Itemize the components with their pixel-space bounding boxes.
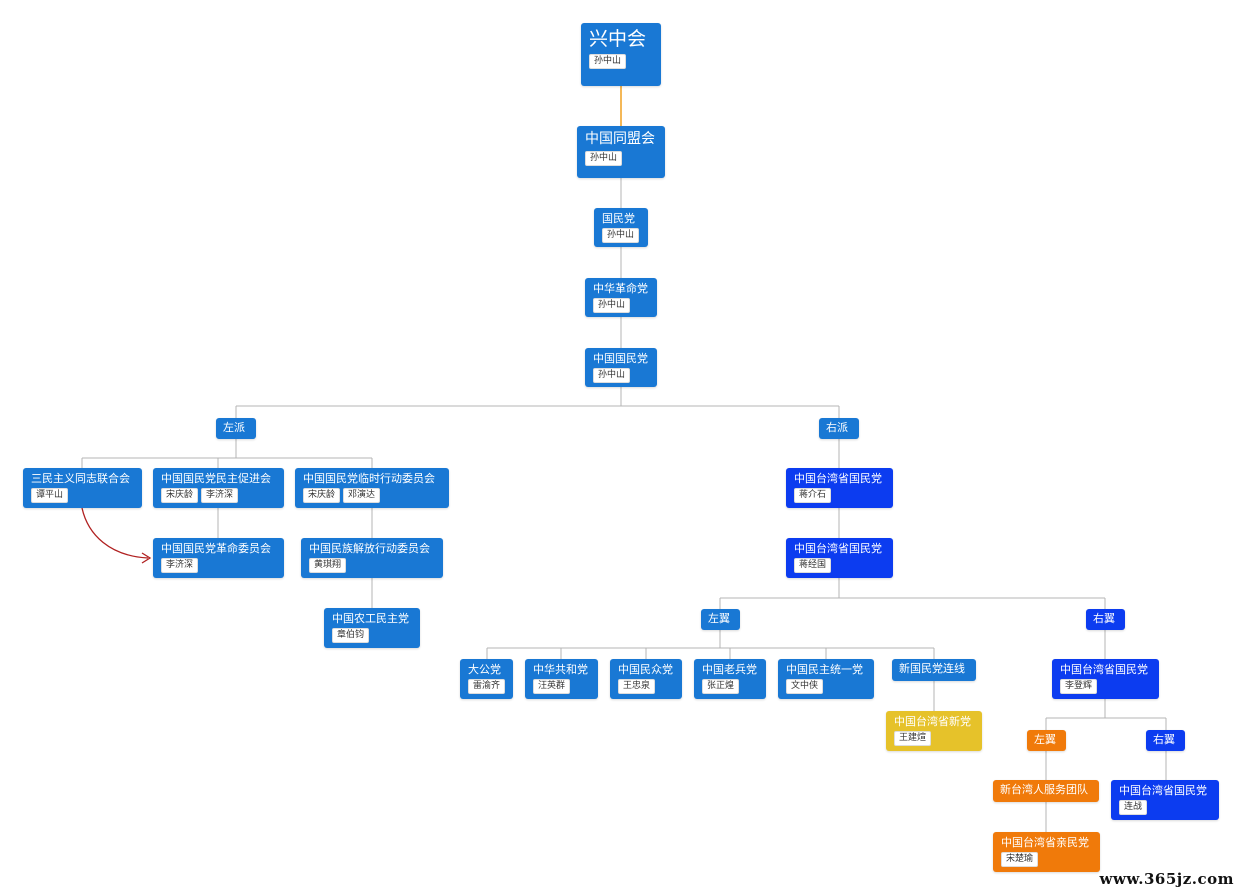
node-title: 中国同盟会 xyxy=(585,131,655,147)
node-youyi-2: 右翼 xyxy=(1146,730,1185,751)
node-tag: 章伯钧 xyxy=(332,628,370,643)
node-tag: 宋庆龄 xyxy=(161,488,199,503)
node-taiwan-kmt-3: 中国台湾省国民党 李登辉 xyxy=(1052,659,1159,699)
node-title: 中国国民党民主促进会 xyxy=(161,472,271,485)
node-zhongguo-guomindang: 中国国民党 孙中山 xyxy=(585,348,657,387)
node-tag: 黄琪翔 xyxy=(309,558,347,573)
node-zhonghua-geming: 中华革命党 孙中山 xyxy=(585,278,657,317)
node-tag: 孙中山 xyxy=(593,298,631,313)
node-geming-weiyuanhui: 中国国民党革命委员会 李济深 xyxy=(153,538,284,578)
node-title: 右翼 xyxy=(1153,733,1175,746)
node-tag: 李登辉 xyxy=(1060,679,1098,694)
node-title: 三民主义同志联合会 xyxy=(31,472,130,485)
node-title: 左翼 xyxy=(1034,733,1056,746)
node-title: 左翼 xyxy=(708,612,730,625)
node-zhonghua-gonghe: 中华共和党 汪英群 xyxy=(525,659,598,699)
node-tag: 宋庆龄 xyxy=(303,488,341,503)
node-title: 中国国民党 xyxy=(593,352,648,365)
node-title: 兴中会 xyxy=(589,28,647,50)
node-xinguomindang-lianxian: 新国民党连线 xyxy=(892,659,976,681)
merge-arrow xyxy=(81,507,149,559)
node-nonggong-minzhu: 中国农工民主党 章伯钧 xyxy=(324,608,420,648)
node-tag: 王建煊 xyxy=(894,731,932,746)
node-title: 中国台湾省国民党 xyxy=(794,472,882,485)
node-tongmenghui: 中国同盟会 孙中山 xyxy=(577,126,665,178)
node-title: 新台湾人服务团队 xyxy=(1000,783,1088,796)
node-tag: 孙中山 xyxy=(585,151,623,166)
node-tag: 谭平山 xyxy=(31,488,69,503)
node-tag: 李济深 xyxy=(161,558,199,573)
node-youyi: 右翼 xyxy=(1086,609,1125,630)
node-tag: 汪英群 xyxy=(533,679,571,694)
node-tag: 王忠泉 xyxy=(618,679,656,694)
node-tag: 邓演达 xyxy=(343,488,381,503)
node-title: 大公党 xyxy=(468,663,501,676)
node-title: 国民党 xyxy=(602,212,635,225)
node-minzhu-tongyi: 中国民主统一党 文中侠 xyxy=(778,659,874,699)
node-title: 新国民党连线 xyxy=(899,662,965,675)
node-laobingdang: 中国老兵党 张正煌 xyxy=(694,659,766,699)
node-tag: 连战 xyxy=(1119,800,1148,815)
node-title: 右派 xyxy=(826,421,848,434)
node-sanminzhuyi: 三民主义同志联合会 谭平山 xyxy=(23,468,142,508)
node-title: 中国老兵党 xyxy=(702,663,757,676)
node-title: 中华革命党 xyxy=(593,282,648,295)
node-title: 中国台湾省亲民党 xyxy=(1001,836,1089,849)
node-title: 中国民众党 xyxy=(618,663,673,676)
node-tag: 李济深 xyxy=(201,488,239,503)
node-title: 中国民主统一党 xyxy=(786,663,863,676)
node-taiwan-kmt-2: 中国台湾省国民党 蒋经国 xyxy=(786,538,893,578)
node-zuopai: 左派 xyxy=(216,418,256,439)
node-title: 中国台湾省国民党 xyxy=(794,542,882,555)
node-youpai: 右派 xyxy=(819,418,859,439)
arrowhead xyxy=(141,552,152,564)
node-taiwan-kmt-4: 中国台湾省国民党 连战 xyxy=(1111,780,1219,820)
node-title: 中国台湾省国民党 xyxy=(1060,663,1148,676)
node-tag: 宋楚瑜 xyxy=(1001,852,1039,867)
node-minzu-jiefang: 中国民族解放行动委员会 黄琪翔 xyxy=(301,538,443,578)
node-taiwan-kmt-1: 中国台湾省国民党 蒋介石 xyxy=(786,468,893,508)
node-linshi-xingdong: 中国国民党临时行动委员会 宋庆龄邓演达 xyxy=(295,468,449,508)
node-title: 中国台湾省国民党 xyxy=(1119,784,1207,797)
node-tag: 孙中山 xyxy=(602,228,640,243)
node-tag: 雷渝齐 xyxy=(468,679,506,694)
node-tag: 文中侠 xyxy=(786,679,824,694)
node-title: 中国台湾省新党 xyxy=(894,715,971,728)
node-title: 中国农工民主党 xyxy=(332,612,409,625)
node-guomindang: 国民党 孙中山 xyxy=(594,208,648,247)
node-tag: 孙中山 xyxy=(589,54,627,69)
node-xin-taiwanren: 新台湾人服务团队 xyxy=(993,780,1099,802)
watermark: www.365jz.com xyxy=(1099,870,1234,888)
node-xingzhonghui: 兴中会 孙中山 xyxy=(581,23,661,86)
node-taiwan-xindang: 中国台湾省新党 王建煊 xyxy=(886,711,982,751)
node-zuoyi: 左翼 xyxy=(701,609,740,630)
node-tag: 蒋介石 xyxy=(794,488,832,503)
node-title: 左派 xyxy=(223,421,245,434)
node-title: 中国国民党临时行动委员会 xyxy=(303,472,435,485)
node-tag: 孙中山 xyxy=(593,368,631,383)
node-tag: 蒋经国 xyxy=(794,558,832,573)
node-tag: 张正煌 xyxy=(702,679,740,694)
node-title: 中国民族解放行动委员会 xyxy=(309,542,430,555)
node-taiwan-qinmindang: 中国台湾省亲民党 宋楚瑜 xyxy=(993,832,1100,872)
node-title: 中华共和党 xyxy=(533,663,588,676)
node-minzhu-cujinhui: 中国国民党民主促进会 宋庆龄李济深 xyxy=(153,468,284,508)
node-title: 中国国民党革命委员会 xyxy=(161,542,271,555)
node-dagongdang: 大公党 雷渝齐 xyxy=(460,659,513,699)
node-zuoyi-2: 左翼 xyxy=(1027,730,1066,751)
node-minzhongdang: 中国民众党 王忠泉 xyxy=(610,659,682,699)
node-title: 右翼 xyxy=(1093,612,1115,625)
